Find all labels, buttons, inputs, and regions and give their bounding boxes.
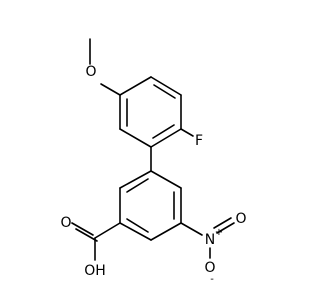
- bond: [75, 228, 98, 242]
- bond: [119, 170, 152, 189]
- carboxylic-acid-group: O OH: [60, 215, 121, 279]
- bond: [126, 218, 149, 233]
- bond: [216, 222, 235, 234]
- carbonyl-oxygen-label: O: [60, 215, 71, 231]
- bond: [152, 124, 175, 139]
- methoxy-oxygen-label: O: [85, 64, 96, 80]
- molecule-canvas: O F O OH N + O O -: [60, 38, 247, 285]
- bond: [213, 217, 232, 229]
- hydroxyl-label: OH: [84, 263, 106, 279]
- bond: [71, 222, 94, 236]
- bond: [150, 76, 182, 96]
- methoxy-group: O: [85, 38, 121, 96]
- bond: [94, 222, 121, 239]
- bond: [126, 178, 149, 193]
- bond: [119, 76, 152, 96]
- nitro-single-oxygen-label: O: [204, 260, 215, 276]
- fluorine-label: F: [195, 133, 203, 149]
- nitro-group: N + O O -: [180, 211, 247, 285]
- bond: [119, 222, 152, 241]
- nitrogen-charge-label: +: [215, 227, 223, 238]
- fluoro-group: F: [180, 128, 203, 149]
- lower-ring: [119, 170, 182, 241]
- bond: [153, 84, 176, 99]
- bond: [180, 222, 203, 236]
- nitro-double-oxygen-label: O: [235, 211, 246, 227]
- oxygen-charge-label: -: [210, 274, 214, 285]
- bond: [150, 170, 182, 189]
- nitro-nitrogen-label: N: [205, 232, 215, 248]
- structure-diagram: O F O OH N + O O -: [60, 38, 247, 285]
- bond: [100, 83, 121, 96]
- bond: [150, 222, 182, 241]
- bond: [150, 128, 182, 148]
- upper-ring: [119, 76, 182, 148]
- bond: [119, 128, 152, 148]
- bond: [180, 128, 194, 137]
